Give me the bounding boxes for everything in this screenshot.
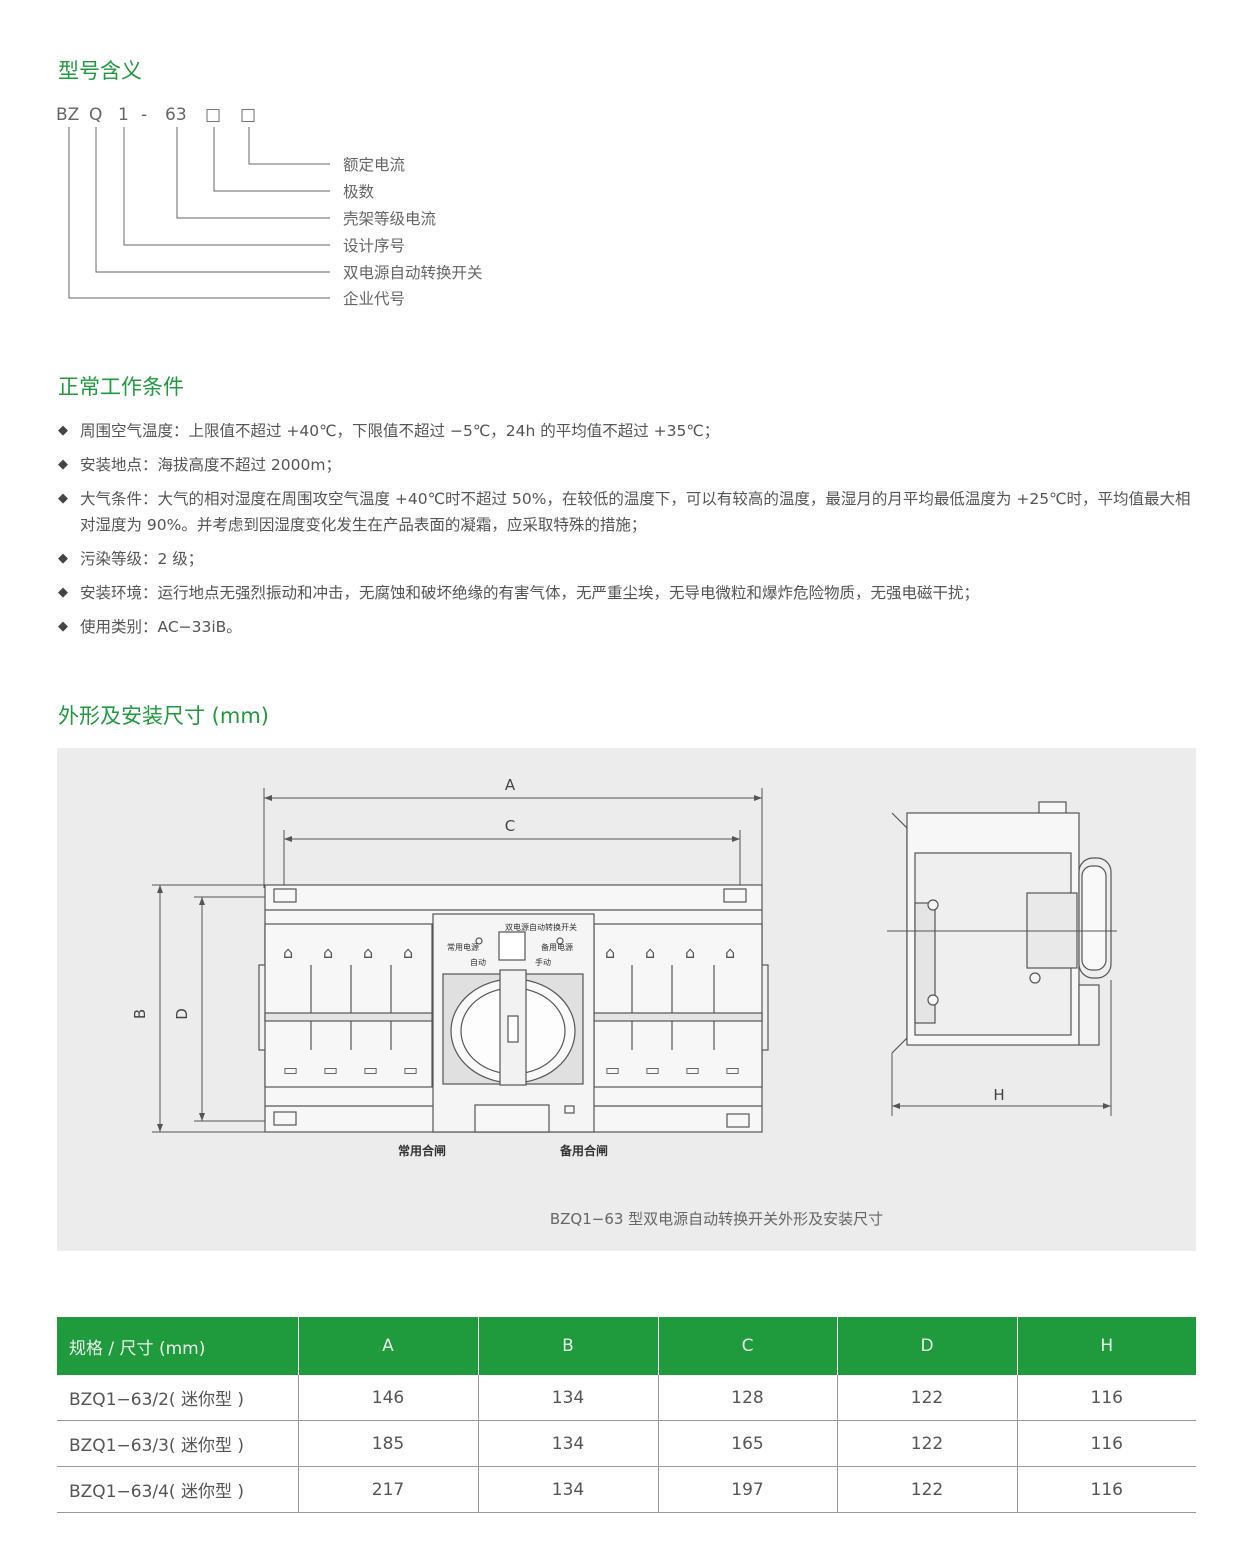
- dimension-drawing: A C B D: [131, 776, 1117, 1158]
- conditions-list: ◆ 周围空气温度：上限值不超过 +40℃，下限值不超过 −5℃，24h 的平均值不…: [58, 418, 1203, 648]
- dimension-drawing-panel: A C B D: [57, 748, 1196, 1251]
- header-a: A: [298, 1317, 479, 1375]
- terminal-symbols: ⌂ ⌂ ⌂ ⌂ ⌂ ⌂ ⌂ ⌂ ▭ ▭ ▭ ▭ ▭ ▭ ▭ ▭: [283, 943, 740, 1079]
- condition-item: ◆ 污染等级：2 级；: [58, 546, 1203, 572]
- drawing-caption: BZQ1−63 型双电源自动转换开关外形及安装尺寸: [549, 1210, 884, 1228]
- normal-power-label: 常用电源: [447, 942, 479, 952]
- manual-label: 手动: [535, 957, 551, 967]
- panel-title: 双电源自动转换开关: [505, 922, 577, 932]
- section-title-conditions: 正常工作条件: [58, 375, 184, 399]
- label-frame-current: 壳架等级电流: [343, 210, 436, 228]
- bullet-icon: ◆: [58, 491, 68, 506]
- backup-power-label: 备用电源: [541, 942, 573, 952]
- header-spec: 规格 / 尺寸 (mm): [57, 1317, 299, 1375]
- svg-text:⌂: ⌂: [725, 943, 735, 962]
- svg-text:⌂: ⌂: [363, 943, 373, 962]
- cell-c: 128: [658, 1375, 838, 1421]
- condition-text: 周围空气温度：上限值不超过 +40℃，下限值不超过 −5℃，24h 的平均值不超…: [80, 422, 720, 440]
- dim-label-c: C: [505, 817, 515, 835]
- cell-b: 134: [478, 1466, 659, 1513]
- table-header-row: 规格 / 尺寸 (mm) A B C D H: [57, 1317, 1196, 1375]
- condition-text: 大气条件：大气的相对湿度在周围攻空气温度 +40℃时不超过 50%，在较低的温度…: [80, 490, 1191, 534]
- bullet-icon: ◆: [58, 585, 68, 600]
- label-design-serial: 设计序号: [343, 237, 405, 255]
- code-part-dash: -: [141, 105, 147, 125]
- model-code-diagram: BZ Q 1 - 63 □ □ 额定电流 极数 壳架等级电流 设计序号 双电源自…: [56, 105, 483, 308]
- condition-text: 污染等级：2 级；: [80, 550, 204, 568]
- label-poles: 极数: [343, 183, 375, 201]
- auto-label: 自动: [470, 957, 486, 967]
- svg-text:▭: ▭: [725, 1060, 740, 1079]
- header-b: B: [478, 1317, 659, 1375]
- code-part-q: Q: [89, 105, 102, 125]
- cell-d: 122: [837, 1420, 1018, 1467]
- svg-text:▭: ▭: [323, 1060, 338, 1079]
- cell-a: 146: [298, 1375, 479, 1421]
- cell-a: 217: [298, 1466, 479, 1513]
- header-d: D: [837, 1317, 1018, 1375]
- svg-text:▭: ▭: [283, 1060, 298, 1079]
- code-part-frame: 63: [165, 105, 187, 125]
- dim-label-h: H: [993, 1086, 1004, 1104]
- bullet-icon: ◆: [58, 457, 68, 472]
- cell-h: 116: [1017, 1375, 1196, 1421]
- cell-c: 165: [658, 1420, 838, 1467]
- label-ats: 双电源自动转换开关: [343, 264, 483, 282]
- svg-text:▭: ▭: [605, 1060, 620, 1079]
- cell-model: BZQ1−63/2( 迷你型 ): [57, 1375, 299, 1421]
- svg-text:▭: ▭: [685, 1060, 700, 1079]
- cell-b: 134: [478, 1375, 659, 1421]
- section-title-dimensions: 外形及安装尺寸 (mm): [58, 704, 269, 728]
- bullet-icon: ◆: [58, 619, 68, 634]
- cell-d: 122: [837, 1466, 1018, 1513]
- side-view: [891, 801, 1112, 1054]
- code-part-bz: BZ: [56, 105, 79, 125]
- condition-text: 使用类别：AC−33iB。: [80, 618, 242, 636]
- svg-text:⌂: ⌂: [605, 943, 615, 962]
- code-part-series: 1: [118, 105, 129, 125]
- code-part-poles: □: [205, 105, 221, 125]
- table-row: BZQ1−63/2( 迷你型 ) 146 134 128 122 116: [57, 1375, 1196, 1421]
- cell-model: BZQ1−63/3( 迷你型 ): [57, 1420, 299, 1467]
- section-title-model-meaning: 型号含义: [58, 59, 142, 83]
- svg-text:⌂: ⌂: [323, 943, 333, 962]
- dim-label-b: B: [131, 1009, 149, 1019]
- condition-item: ◆ 大气条件：大气的相对湿度在周围攻空气温度 +40℃时不超过 50%，在较低的温…: [58, 486, 1203, 538]
- dim-label-a: A: [505, 776, 516, 794]
- cell-c: 197: [658, 1466, 838, 1513]
- cell-h: 116: [1017, 1420, 1196, 1467]
- svg-text:▭: ▭: [403, 1060, 418, 1079]
- label-company-code: 企业代号: [343, 290, 405, 308]
- cell-model: BZQ1−63/4( 迷你型 ): [57, 1466, 299, 1513]
- dimensions-table: 规格 / 尺寸 (mm) A B C D H BZQ1−63/2( 迷你型 ) …: [57, 1317, 1196, 1513]
- condition-item: ◆ 使用类别：AC−33iB。: [58, 614, 1203, 640]
- cell-b: 134: [478, 1420, 659, 1467]
- table-row: BZQ1−63/4( 迷你型 ) 217 134 197 122 116: [57, 1466, 1196, 1513]
- header-h: H: [1017, 1317, 1196, 1375]
- code-part-current: □: [240, 105, 256, 125]
- condition-text: 安装地点：海拔高度不超过 2000m；: [80, 456, 341, 474]
- svg-text:⌂: ⌂: [283, 943, 293, 962]
- header-c: C: [658, 1317, 838, 1375]
- table-row: BZQ1−63/3( 迷你型 ) 185 134 165 122 116: [57, 1420, 1196, 1467]
- svg-text:⌂: ⌂: [403, 943, 413, 962]
- front-view: [258, 884, 769, 1133]
- condition-text: 安装环境：运行地点无强烈振动和冲击，无腐蚀和破坏绝缘的有害气体，无严重尘埃，无导…: [80, 584, 980, 602]
- backup-close-label: 备用合闸: [559, 1143, 608, 1158]
- svg-text:⌂: ⌂: [645, 943, 655, 962]
- bullet-icon: ◆: [58, 423, 68, 438]
- condition-item: ◆ 周围空气温度：上限值不超过 +40℃，下限值不超过 −5℃，24h 的平均值不…: [58, 418, 1203, 444]
- normal-close-label: 常用合闸: [398, 1143, 446, 1158]
- bullet-icon: ◆: [58, 551, 68, 566]
- condition-item: ◆ 安装地点：海拔高度不超过 2000m；: [58, 452, 1203, 478]
- svg-text:⌂: ⌂: [685, 943, 695, 962]
- condition-item: ◆ 安装环境：运行地点无强烈振动和冲击，无腐蚀和破坏绝缘的有害气体，无严重尘埃，无…: [58, 580, 1203, 606]
- cell-d: 122: [837, 1375, 1018, 1421]
- label-rated-current: 额定电流: [343, 156, 405, 174]
- svg-text:▭: ▭: [645, 1060, 660, 1079]
- cell-h: 116: [1017, 1466, 1196, 1513]
- cell-a: 185: [298, 1420, 479, 1467]
- dim-label-d: D: [173, 1008, 191, 1020]
- svg-text:▭: ▭: [363, 1060, 378, 1079]
